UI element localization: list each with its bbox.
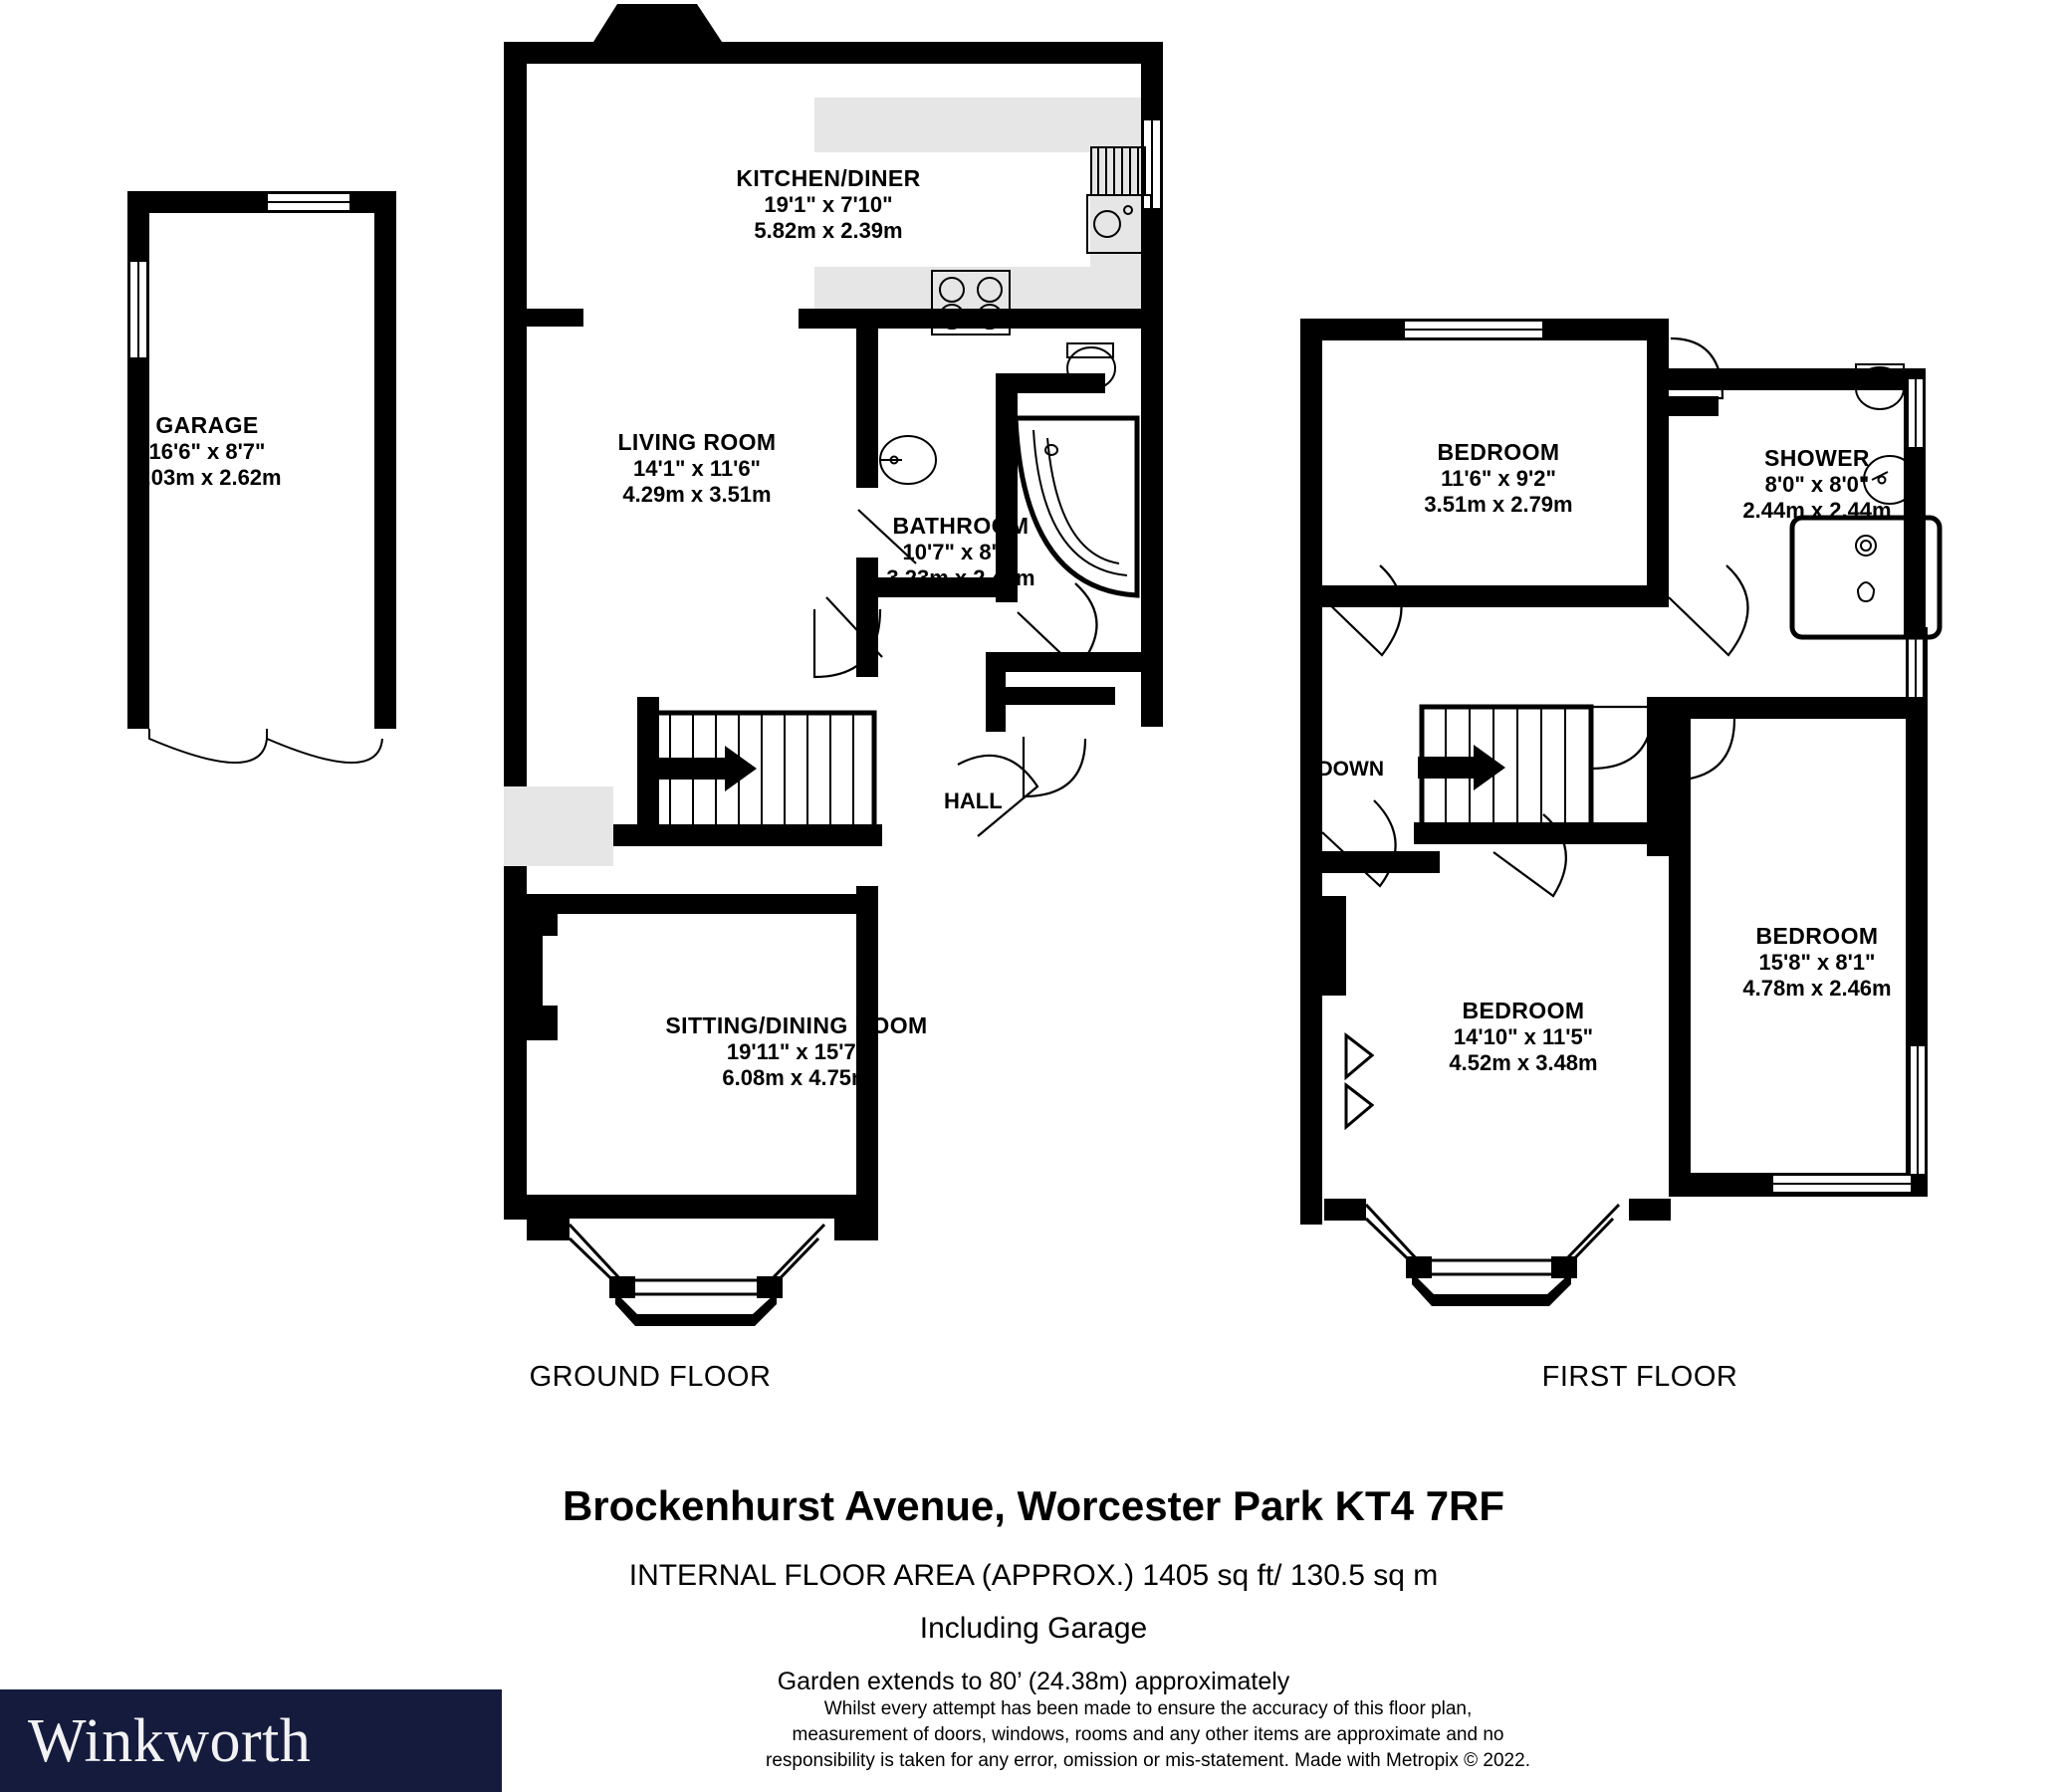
hall-label: HALL [944, 788, 1003, 813]
wash-basin-icon [1863, 455, 1917, 505]
room-dimension-metric: 3.51m x 2.79m [1424, 492, 1572, 517]
ground-floor-caption: GROUND FLOOR [530, 1361, 772, 1393]
shower-tray-icon [1789, 515, 1943, 640]
room-dimension-metric: 5.03m x 2.62m [132, 465, 281, 490]
first-floor-fixtures [1789, 363, 1943, 640]
room-label-garage: GARAGE 16'6" x 8'7" 5.03m x 2.62m [132, 412, 281, 490]
room-label-shower: SHOWER 8'0" x 8'0" 2.44m x 2.44m [1742, 445, 1891, 523]
appliance-icon [1090, 146, 1146, 196]
room-name: SHOWER [1764, 445, 1870, 471]
room-dimension-metric: 4.29m x 3.51m [622, 482, 771, 507]
disclaimer-line-2: measurement of doors, windows, rooms and… [793, 1724, 1504, 1745]
brand-band [0, 1689, 502, 1792]
room-dimension-metric: 4.52m x 3.48m [1449, 1050, 1597, 1075]
first-floor-caption: FIRST FLOOR [1542, 1361, 1738, 1393]
disclaimer-line-3: responsibility is taken for any error, o… [766, 1750, 1530, 1771]
room-name: GARAGE [155, 412, 258, 438]
room-name: SITTING/DINING ROOM [665, 1012, 927, 1038]
disclaimer-line-1: Whilst every attempt has been made to en… [824, 1698, 1473, 1719]
room-dimension-imperial: 11'6" x 9'2" [1441, 466, 1556, 491]
bay-window-first [1324, 1199, 1671, 1306]
toilet-icon [1066, 342, 1116, 390]
staircase-up-treads [669, 713, 854, 828]
room-label-kitchen-diner: KITCHEN/DINER 19'1" x 7'10" 5.82m x 2.39… [736, 165, 920, 243]
room-label-bathroom: BATHROOM 10'7" x 8'0" 3.23m x 2.44m [886, 513, 1034, 590]
room-name: BEDROOM [1756, 923, 1879, 949]
room-dimension-imperial: 15'8" x 8'1" [1759, 950, 1876, 975]
bath-tub-icon [1013, 415, 1140, 598]
room-dimension-metric: 2.44m x 2.44m [1742, 498, 1891, 523]
garden-note: Garden extends to 80’ (24.38m) approxima… [778, 1668, 1290, 1695]
room-label-bedroom-3: BEDROOM 15'8" x 8'1" 4.78m x 2.46m [1742, 923, 1891, 1001]
toilet-icon [1855, 363, 1905, 410]
room-label-bedroom-1: BEDROOM 11'6" x 9'2" 3.51m x 2.79m [1424, 439, 1572, 517]
room-dimension-imperial: 19'11" x 15'7" [727, 1039, 866, 1064]
including-note: Including Garage [920, 1612, 1148, 1645]
ground-floor-structure [504, 4, 1163, 1326]
room-dimension-imperial: 10'7" x 8'0" [903, 540, 1020, 564]
room-label-living-room: LIVING ROOM 14'1" x 11'6" 4.29m x 3.51m [617, 429, 776, 507]
stair-down-arrow-icon [1418, 745, 1505, 790]
room-dimension-metric: 6.08m x 4.75m [722, 1065, 870, 1090]
room-name: KITCHEN/DINER [736, 165, 920, 191]
internal-floor-area: INTERNAL FLOOR AREA (APPROX.) 1405 sq ft… [629, 1559, 1439, 1592]
room-label-bedroom-2: BEDROOM 14'10" x 11'5" 4.52m x 3.48m [1449, 998, 1597, 1075]
ground-floor-fixtures [879, 146, 1152, 598]
room-dimension-imperial: 14'1" x 11'6" [633, 456, 761, 481]
stair-up-arrow-icon [657, 746, 757, 791]
room-dimension-imperial: 14'10" x 11'5" [1454, 1024, 1593, 1049]
room-dimension-imperial: 19'1" x 7'10" [764, 192, 892, 217]
ground-floor-doors [812, 509, 1098, 837]
room-label-sitting-dining-room: SITTING/DINING ROOM 19'11" x 15'7" 6.08m… [665, 1012, 927, 1090]
room-dimension-metric: 3.23m x 2.44m [886, 565, 1034, 590]
stair-direction-label: DOWN [1318, 758, 1385, 781]
room-name: BATHROOM [893, 513, 1030, 539]
room-dimension-imperial: 8'0" x 8'0" [1765, 472, 1870, 497]
room-name: BEDROOM [1463, 998, 1585, 1023]
bay-window-ground [527, 1219, 878, 1326]
room-dimension-imperial: 16'6" x 8'7" [149, 439, 266, 464]
first-floor-doors [1321, 336, 1749, 898]
property-address: Brockenhurst Avenue, Worcester Park KT4 … [563, 1482, 1504, 1529]
room-dimension-metric: 5.82m x 2.39m [754, 218, 902, 243]
room-name: LIVING ROOM [617, 429, 776, 455]
room-name: BEDROOM [1438, 439, 1560, 465]
room-dimension-metric: 4.78m x 2.46m [1742, 976, 1891, 1001]
wash-basin-icon [879, 435, 937, 485]
winkworth-logo: Winkworth [28, 1707, 312, 1775]
hob-icon [931, 270, 1011, 336]
garage-outline [127, 191, 396, 764]
